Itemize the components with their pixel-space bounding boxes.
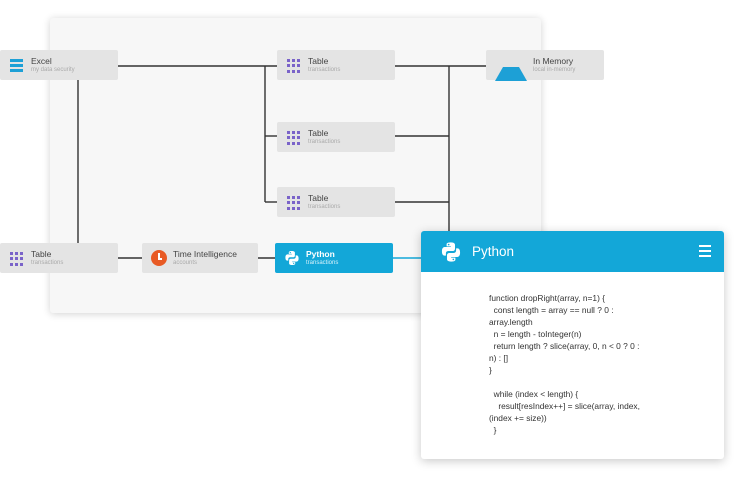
panel-header: Python bbox=[421, 231, 724, 272]
node-table-3[interactable]: Table transactions bbox=[277, 187, 395, 217]
node-time-intelligence[interactable]: Time Intelligence accounts bbox=[142, 243, 258, 273]
node-title: Table bbox=[308, 55, 329, 66]
node-table-1[interactable]: Table transactions bbox=[277, 50, 395, 80]
code-line: const length = array == null ? 0 : bbox=[489, 305, 614, 315]
node-title: Table bbox=[308, 127, 329, 138]
node-subtitle: local in-memory bbox=[533, 67, 576, 74]
code-line: function dropRight(array, n=1) { bbox=[489, 293, 605, 303]
code-line: return length ? slice(array, 0, n < 0 ? … bbox=[489, 341, 640, 351]
grid-icon bbox=[286, 194, 302, 210]
code-block: function dropRight(array, n=1) { const l… bbox=[489, 292, 669, 436]
grid-icon bbox=[286, 129, 302, 145]
node-in-memory[interactable]: In Memory local in-memory bbox=[486, 50, 604, 81]
node-table-2[interactable]: Table transactions bbox=[277, 122, 395, 152]
node-python[interactable]: Python transactions bbox=[275, 243, 393, 273]
node-title: Python bbox=[306, 248, 335, 259]
list-icon bbox=[9, 57, 25, 73]
node-subtitle: transactions bbox=[308, 139, 341, 146]
code-line: } bbox=[489, 425, 497, 435]
node-title: Table bbox=[31, 248, 52, 259]
node-subtitle: transactions bbox=[308, 67, 341, 74]
node-subtitle: transactions bbox=[31, 260, 64, 267]
code-line bbox=[489, 376, 669, 388]
node-subtitle: accounts bbox=[173, 260, 198, 267]
node-title: In Memory bbox=[533, 55, 574, 66]
clock-icon bbox=[151, 250, 167, 266]
node-subtitle: my data security bbox=[31, 67, 75, 74]
code-line: n = length - toInteger(n) bbox=[489, 329, 582, 339]
node-excel[interactable]: Excel my data security bbox=[0, 50, 118, 80]
triangle-icon bbox=[495, 51, 527, 81]
node-title: Excel bbox=[31, 55, 52, 66]
code-line: while (index < length) { bbox=[489, 389, 579, 399]
python-icon bbox=[441, 241, 461, 262]
grid-icon bbox=[286, 57, 302, 73]
panel-title: Python bbox=[472, 244, 515, 259]
node-subtitle: transactions bbox=[308, 204, 341, 211]
code-line: result[resIndex++] = slice(array, index, bbox=[489, 401, 640, 411]
code-line: array.length bbox=[489, 317, 533, 327]
menu-icon[interactable] bbox=[699, 245, 711, 257]
code-line: n) : [] bbox=[489, 353, 509, 363]
node-table-left[interactable]: Table transactions bbox=[0, 243, 118, 273]
grid-icon bbox=[9, 250, 25, 266]
code-line: (index += size)) bbox=[489, 413, 547, 423]
python-code-panel: Python function dropRight(array, n=1) { … bbox=[421, 231, 724, 459]
node-title: Time Intelligence bbox=[173, 248, 237, 259]
node-title: Table bbox=[308, 192, 329, 203]
python-icon bbox=[285, 251, 299, 265]
code-line: } bbox=[489, 365, 492, 375]
node-subtitle: transactions bbox=[306, 260, 339, 267]
